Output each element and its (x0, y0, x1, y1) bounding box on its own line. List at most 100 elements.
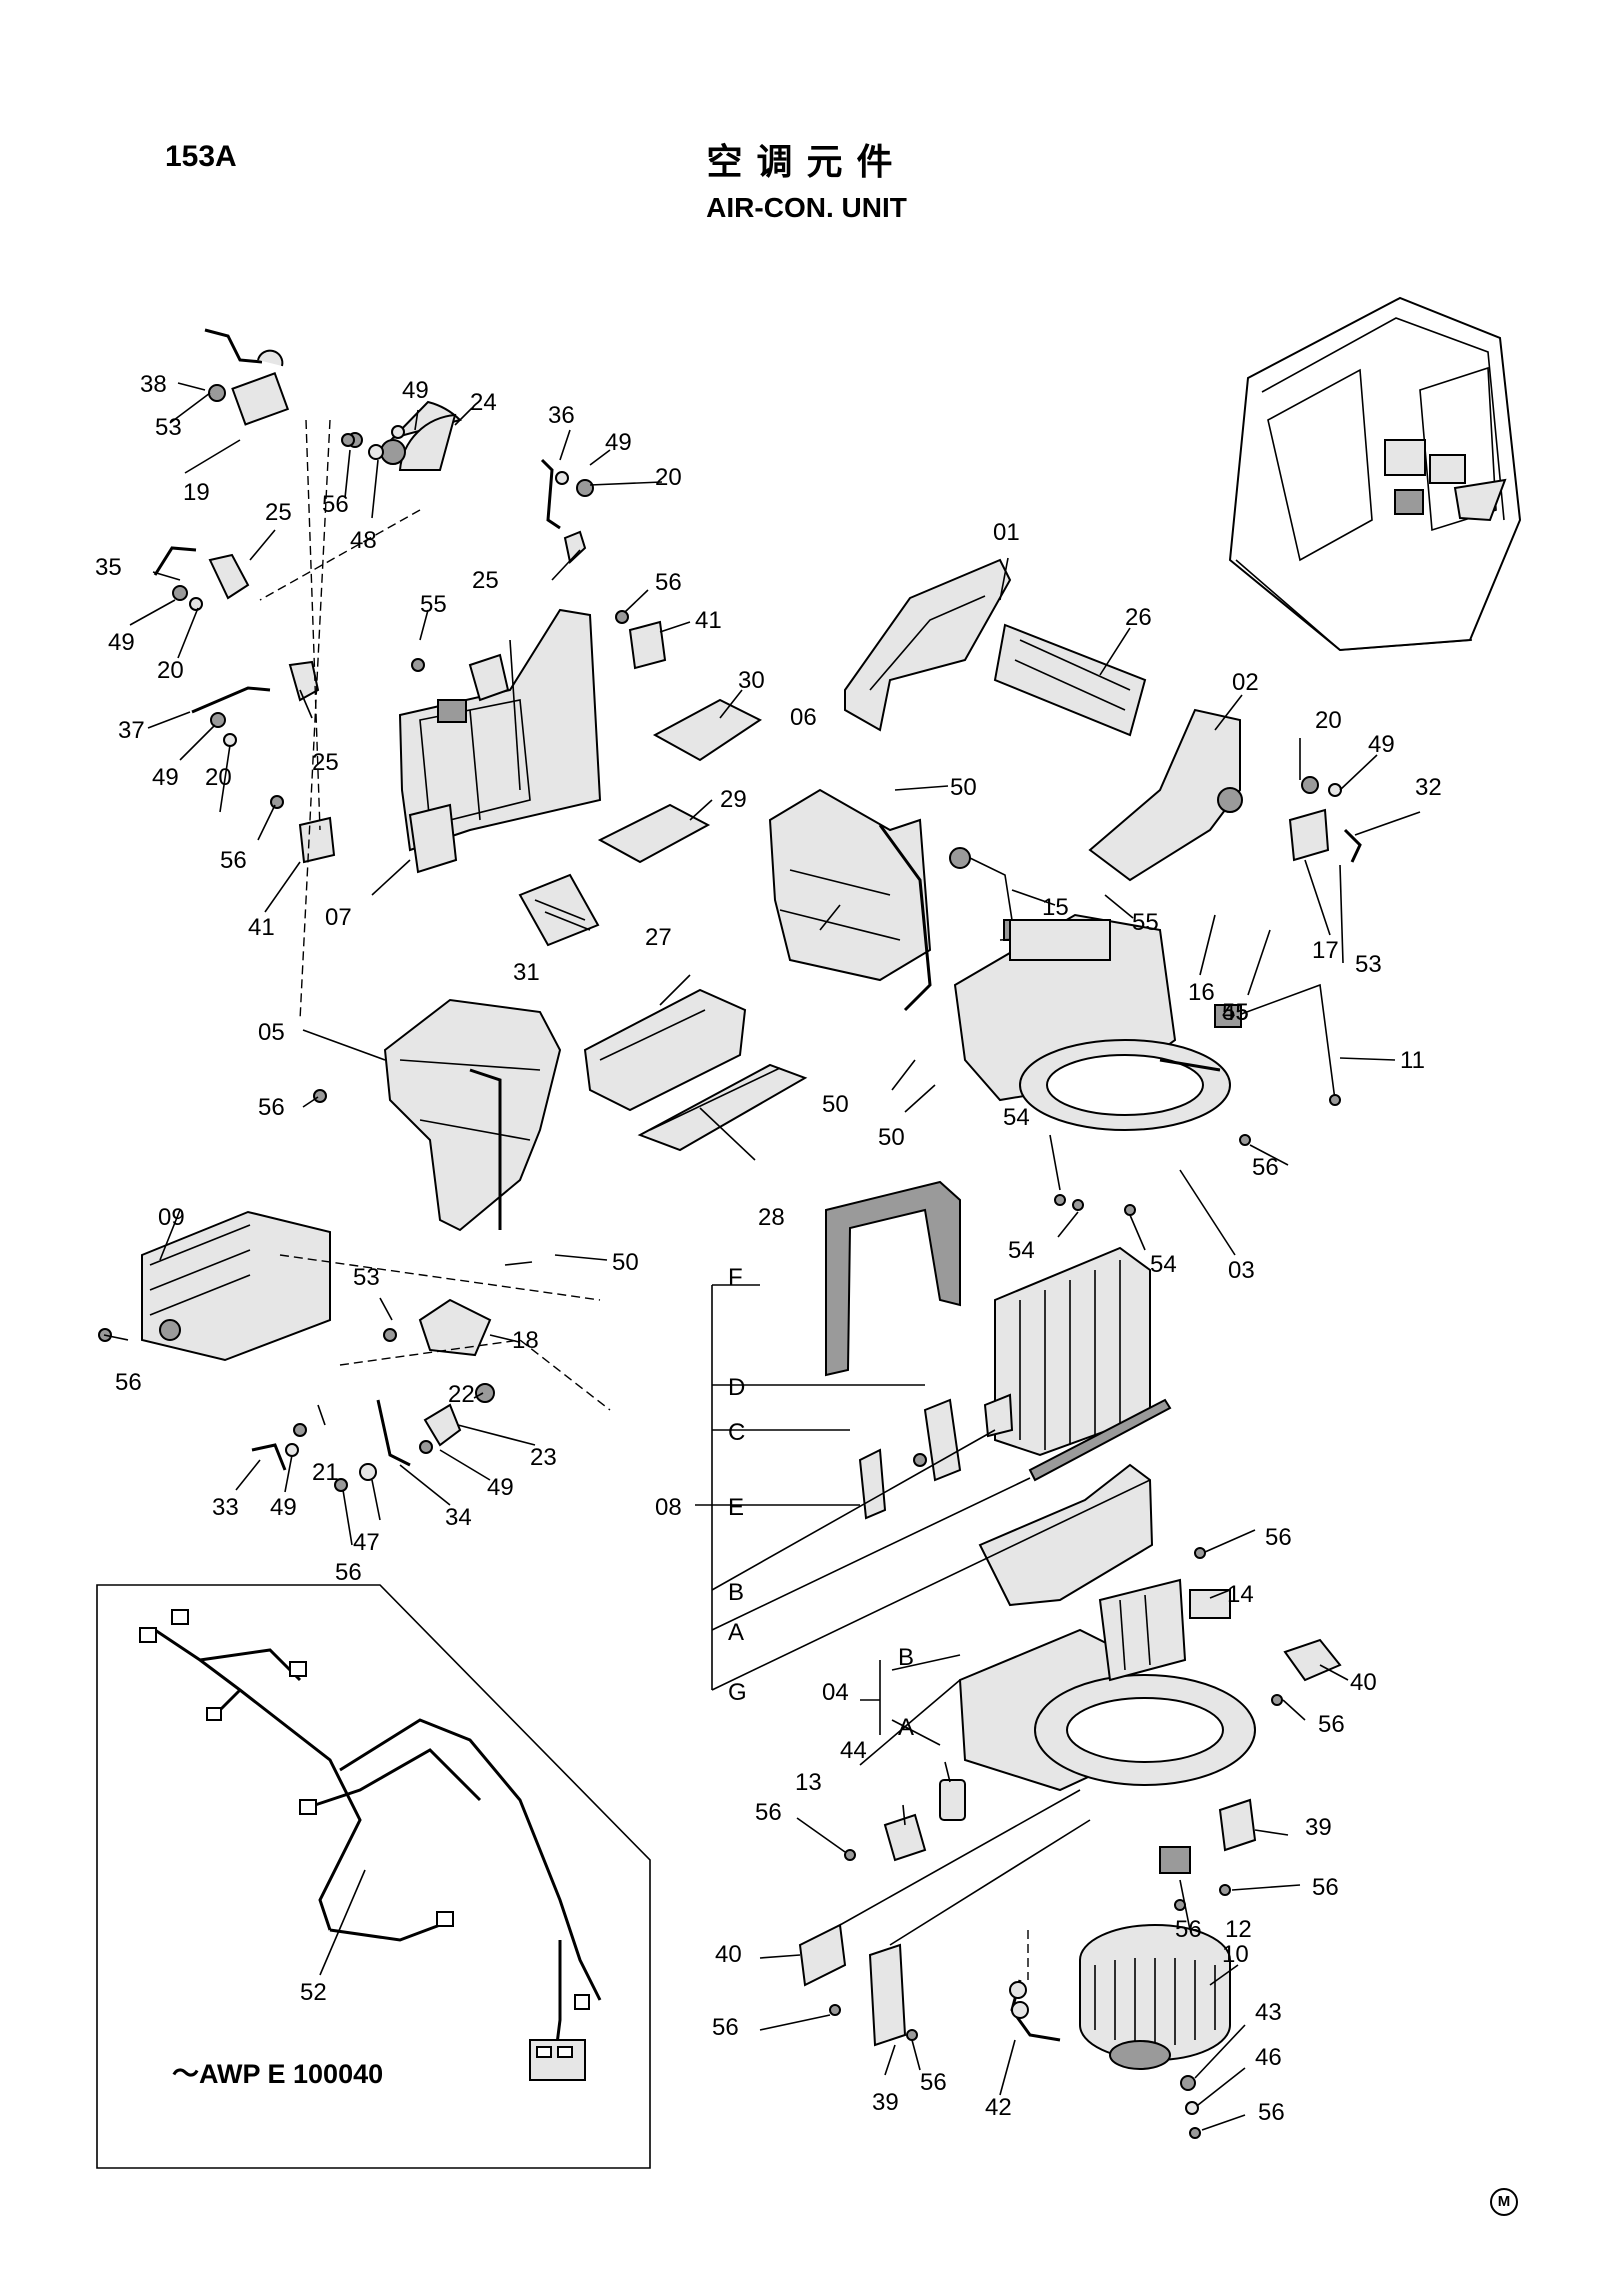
callout-56j: 56 (755, 1799, 782, 1826)
callout-56e: 56 (115, 1369, 142, 1396)
callout-10: 10 (1222, 1941, 1249, 1968)
callout-37: 37 (118, 717, 145, 744)
callout-56i: 56 (1318, 1711, 1345, 1738)
callout-52: 52 (300, 1979, 327, 2006)
callout-56d: 56 (258, 1094, 285, 1121)
callout-04: 04 (822, 1679, 849, 1706)
callout-02: 02 (1232, 669, 1259, 696)
callout-39b: 39 (872, 2089, 899, 2116)
callout-56h: 56 (1265, 1524, 1292, 1551)
callout-28: 28 (758, 1204, 785, 1231)
callout-39: 39 (1305, 1814, 1332, 1841)
wire-harness-inset (96, 1584, 651, 2169)
callout-35: 35 (95, 554, 122, 581)
callout-56k: 56 (1312, 1874, 1339, 1901)
callout-56n: 56 (920, 2069, 947, 2096)
callout-40: 40 (1350, 1669, 1377, 1696)
callout-08: 08 (655, 1494, 682, 1521)
callout-18: 18 (512, 1327, 539, 1354)
callout-56o: 56 (1258, 2099, 1285, 2126)
cab-thumbnail (1228, 296, 1522, 652)
callout-29: 29 (720, 786, 747, 813)
serial-range-note: ～AWP E 100040 (172, 2059, 384, 2089)
callout-36: 36 (548, 402, 575, 429)
callout-20b: 20 (157, 657, 184, 684)
callout-05: 05 (258, 1019, 285, 1046)
callout-54b: 54 (1008, 1237, 1035, 1264)
callout-03: 03 (1228, 1257, 1255, 1284)
callout-49d: 49 (152, 764, 179, 791)
sub-letter-F: F (728, 1264, 743, 1291)
callout-24: 24 (470, 389, 497, 416)
callout-25b: 25 (472, 567, 499, 594)
evaporator-housing-group (953, 913, 1341, 1216)
heater-core-group (98, 998, 611, 1492)
callout-55c: 55 (1222, 999, 1249, 1026)
callout-56: 56 (322, 491, 349, 518)
sub-letter-04-B: B (898, 1644, 914, 1671)
callout-41: 41 (695, 607, 722, 634)
callout-33: 33 (212, 1494, 239, 1521)
callout-53c: 53 (353, 1264, 380, 1291)
leader-lines (103, 382, 1421, 2131)
callout-15: 15 (1042, 894, 1069, 921)
page-title-en: AIR-CON. UNIT (706, 192, 907, 223)
callout-45: 45 (1222, 999, 1249, 1026)
callout-42: 42 (985, 2094, 1012, 2121)
sub-letter-D: D (728, 1374, 745, 1401)
callout-25: 25 (265, 499, 292, 526)
callout-labels: 01 02 03 04 05 06 07 08 09 10 11 12 13 1… (95, 371, 1442, 2126)
callout-54: 54 (1003, 1104, 1030, 1131)
callout-53: 53 (155, 414, 182, 441)
callout-56g: 56 (335, 1559, 362, 1586)
callout-16: 16 (1188, 979, 1215, 1006)
callout-14: 14 (1227, 1581, 1254, 1608)
callout-32: 32 (1415, 774, 1442, 801)
callout-56c: 56 (220, 847, 247, 874)
callout-49: 49 (402, 377, 429, 404)
sub-letter-B: B (728, 1579, 744, 1606)
callout-13: 13 (795, 1769, 822, 1796)
sub-letter-E: E (728, 1494, 744, 1521)
callout-50c: 50 (878, 1124, 905, 1151)
callout-22: 22 (448, 1381, 475, 1408)
callout-50d: 50 (612, 1249, 639, 1276)
callout-56f: 56 (1252, 1154, 1279, 1181)
callout-54c: 54 (1150, 1251, 1177, 1278)
callout-56l: 56 (1175, 1916, 1202, 1943)
callout-38: 38 (140, 371, 167, 398)
callout-27: 27 (645, 924, 672, 951)
callout-20d: 20 (1315, 707, 1342, 734)
callout-01: 01 (993, 519, 1020, 546)
callout-47: 47 (353, 1529, 380, 1556)
callout-41b: 41 (248, 914, 275, 941)
callout-48: 48 (350, 527, 377, 554)
callout-06: 06 (790, 704, 817, 731)
callout-49f: 49 (270, 1494, 297, 1521)
page-mark: M (1490, 2188, 1518, 2216)
callout-21: 21 (312, 1459, 339, 1486)
callout-23: 23 (530, 1444, 557, 1471)
callout-49e: 49 (1368, 731, 1395, 758)
sub-letter-G: G (728, 1679, 747, 1706)
callout-43: 43 (1255, 1999, 1282, 2026)
sub-letter-04-A: A (898, 1714, 914, 1741)
callout-49b: 49 (605, 429, 632, 456)
sub-letter-C: C (728, 1419, 745, 1446)
callout-46: 46 (1255, 2044, 1282, 2071)
callout-09: 09 (158, 1204, 185, 1231)
sub-letter-A: A (728, 1619, 744, 1646)
callout-07: 07 (325, 904, 352, 931)
callout-11: 11 (1400, 1047, 1425, 1074)
callout-19: 19 (183, 479, 210, 506)
callout-20: 20 (655, 464, 682, 491)
duct-group (844, 558, 1362, 882)
callout-56b: 56 (655, 569, 682, 596)
callout-56m: 56 (712, 2014, 739, 2041)
callout-26: 26 (1125, 604, 1152, 631)
callout-17: 17 (1312, 937, 1339, 964)
evaporator-assembly-group (711, 1180, 1172, 1691)
page-number: 153A (165, 140, 237, 173)
filter-group (518, 698, 762, 947)
